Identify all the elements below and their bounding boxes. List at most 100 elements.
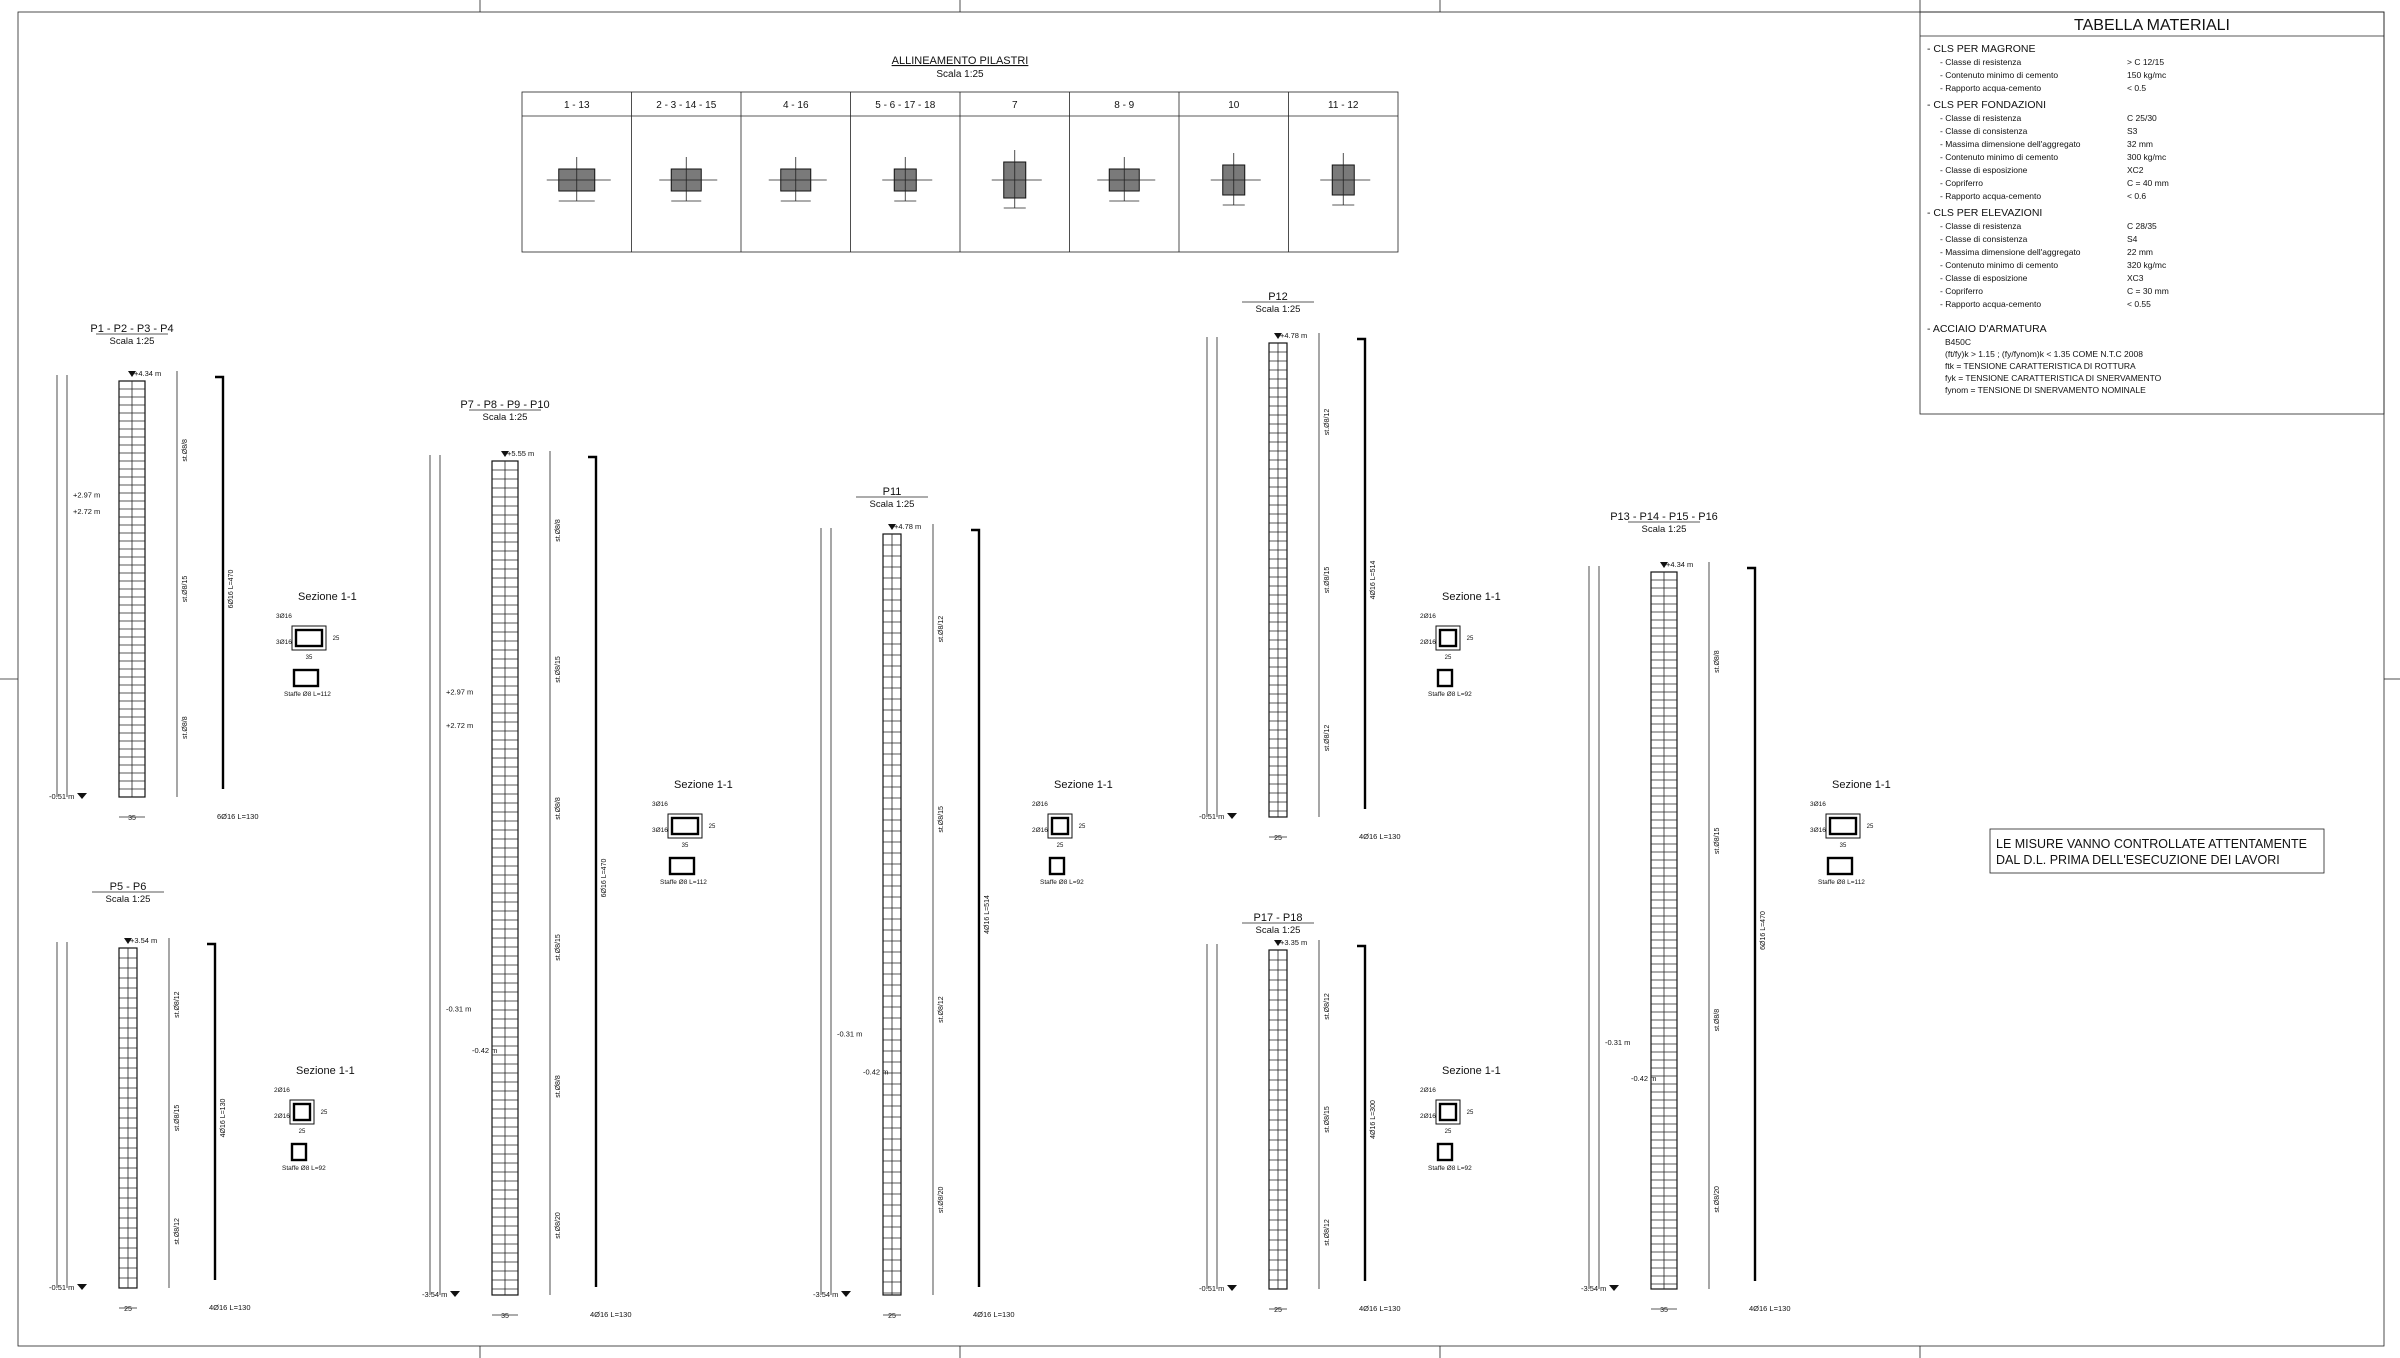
materials-value: > C 12/15 <box>2127 57 2164 67</box>
width-dimension: 25 <box>1274 1307 1282 1314</box>
materials-value: C = 30 mm <box>2127 286 2169 296</box>
elevation-mid: -0.42 m <box>472 1046 497 1055</box>
stirrup-shape <box>1826 856 1854 876</box>
materials-value: C 28/35 <box>2127 221 2157 231</box>
section-top-bars: 2Ø16 <box>1420 1087 1436 1094</box>
starter-bar-label: 4Ø16 L=130 <box>1359 832 1401 841</box>
stirrup-label: st.Ø8/15 <box>174 1105 181 1132</box>
section-width: 35 <box>682 843 689 849</box>
stirrup-label: st.Ø8/20 <box>555 1212 562 1239</box>
section-title: Sezione 1-1 <box>1832 779 1891 791</box>
section-height: 25 <box>321 1110 328 1116</box>
section-title: Sezione 1-1 <box>1054 779 1113 791</box>
stirrup-label: st.Ø8/12 <box>174 1218 181 1245</box>
long-bar <box>1357 337 1367 809</box>
section-stirrup <box>294 628 324 648</box>
width-dimension: 35 <box>501 1313 509 1320</box>
elevation-bottom: -0.51 m <box>1199 1284 1224 1293</box>
elevation-marker <box>1609 1285 1619 1291</box>
materials-key: - Massima dimensione dell'aggregato <box>1940 139 2081 149</box>
long-bar-label: 4Ø16 L=514 <box>984 895 991 934</box>
steel-line: ftk = TENSIONE CARATTERISTICA DI ROTTURA <box>1945 361 2136 371</box>
width-dimension: 35 <box>128 815 136 822</box>
section-title: Sezione 1-1 <box>298 591 357 603</box>
materials-table: TABELLA MATERIALI - CLS PER MAGRONE- Cla… <box>1919 11 2385 415</box>
stirrup-spec: Staffe Ø8 L=92 <box>282 1165 326 1172</box>
elevation-mid: +2.72 m <box>73 507 100 516</box>
section-bottom-bars: 3Ø16 <box>276 639 292 646</box>
stirrup-label: st.Ø8/12 <box>174 991 181 1018</box>
section-height: 25 <box>333 636 340 642</box>
elevation-top: +3.35 m <box>1280 938 1307 947</box>
materials-heading: - CLS PER ELEVAZIONI <box>1927 207 2042 219</box>
pillar-title: P17 - P18 <box>1254 912 1303 924</box>
long-bar-label: 6Ø16 L=470 <box>228 570 235 609</box>
section-bottom-bars: 2Ø16 <box>1032 827 1048 834</box>
note-box: LE MISURE VANNO CONTROLLATE ATTENTAMENTE… <box>1989 828 2325 874</box>
elevation-bottom: -3.54 m <box>813 1290 838 1299</box>
section-stirrup <box>670 816 700 836</box>
long-bar-label: 6Ø16 L=470 <box>601 859 608 898</box>
stirrup-label: st.Ø8/15 <box>938 806 945 833</box>
elevation-top: +5.55 m <box>507 449 534 458</box>
starter-bar-label: 4Ø16 L=130 <box>209 1303 251 1312</box>
stirrup-label: st.Ø8/15 <box>182 576 189 603</box>
section-width: 35 <box>1840 843 1847 849</box>
section-height: 25 <box>709 824 716 830</box>
long-bar <box>215 375 225 789</box>
materials-heading: - CLS PER FONDAZIONI <box>1927 99 2046 111</box>
materials-key: - Rapporto acqua-cemento <box>1940 191 2041 201</box>
section-stirrup <box>1828 816 1858 836</box>
elevation-bottom: -0.51 m <box>1199 812 1224 821</box>
materials-key: - Classe di resistenza <box>1940 113 2022 123</box>
stirrup-label: st.Ø8/20 <box>1714 1186 1721 1213</box>
alignment-scale: Scala 1:25 <box>936 69 984 80</box>
materials-key: - Classe di consistenza <box>1940 126 2028 136</box>
long-bar <box>1747 566 1757 1281</box>
pillar-scale: Scala 1:25 <box>870 499 915 510</box>
alignment-col-label: 8 - 9 <box>1114 100 1134 111</box>
section-bottom-bars: 2Ø16 <box>1420 1113 1436 1120</box>
long-bar <box>971 528 981 1287</box>
materials-value: 150 kg/mc <box>2127 70 2167 80</box>
materials-key: - Classe di consistenza <box>1940 234 2028 244</box>
elevation-marker <box>77 793 87 799</box>
elevation-mid: -0.42 m <box>863 1067 888 1076</box>
section-stirrup <box>1050 816 1070 836</box>
stirrup-shape <box>292 668 320 688</box>
stirrup-label: st.Ø8/12 <box>1324 1219 1331 1246</box>
pillar-title: P7 - P8 - P9 - P10 <box>460 399 549 411</box>
stirrup-spec: Staffe Ø8 L=92 <box>1040 879 1084 886</box>
section-bottom-bars: 3Ø16 <box>1810 827 1826 834</box>
alignment-col-label: 1 - 13 <box>564 100 590 111</box>
section-bottom-bars: 2Ø16 <box>1420 639 1436 646</box>
elevation-marker <box>841 1291 851 1297</box>
stirrup-spec: Staffe Ø8 L=92 <box>1428 1165 1472 1172</box>
stirrup-label: st.Ø8/8 <box>1714 650 1721 673</box>
note-line-1: LE MISURE VANNO CONTROLLATE ATTENTAMENTE <box>1996 837 2307 851</box>
stirrup-label: st.Ø8/15 <box>1324 1106 1331 1133</box>
section-width: 25 <box>299 1129 306 1135</box>
alignment-col-label: 7 <box>1012 100 1018 111</box>
elevation-mid: -0.31 m <box>446 1004 471 1013</box>
section-top-bars: 3Ø16 <box>652 801 668 808</box>
long-bar-label: 6Ø16 L=470 <box>1760 911 1767 950</box>
materials-value: S3 <box>2127 126 2138 136</box>
section-height: 25 <box>1467 636 1474 642</box>
elevation-bottom: -0.51 m <box>49 792 74 801</box>
section-height: 25 <box>1867 824 1874 830</box>
section-title: Sezione 1-1 <box>1442 591 1501 603</box>
long-bar <box>1357 944 1367 1281</box>
alignment-title: ALLINEAMENTO PILASTRI <box>892 55 1029 67</box>
materials-value: 32 mm <box>2127 139 2153 149</box>
elevation-mid: +2.97 m <box>73 490 100 499</box>
